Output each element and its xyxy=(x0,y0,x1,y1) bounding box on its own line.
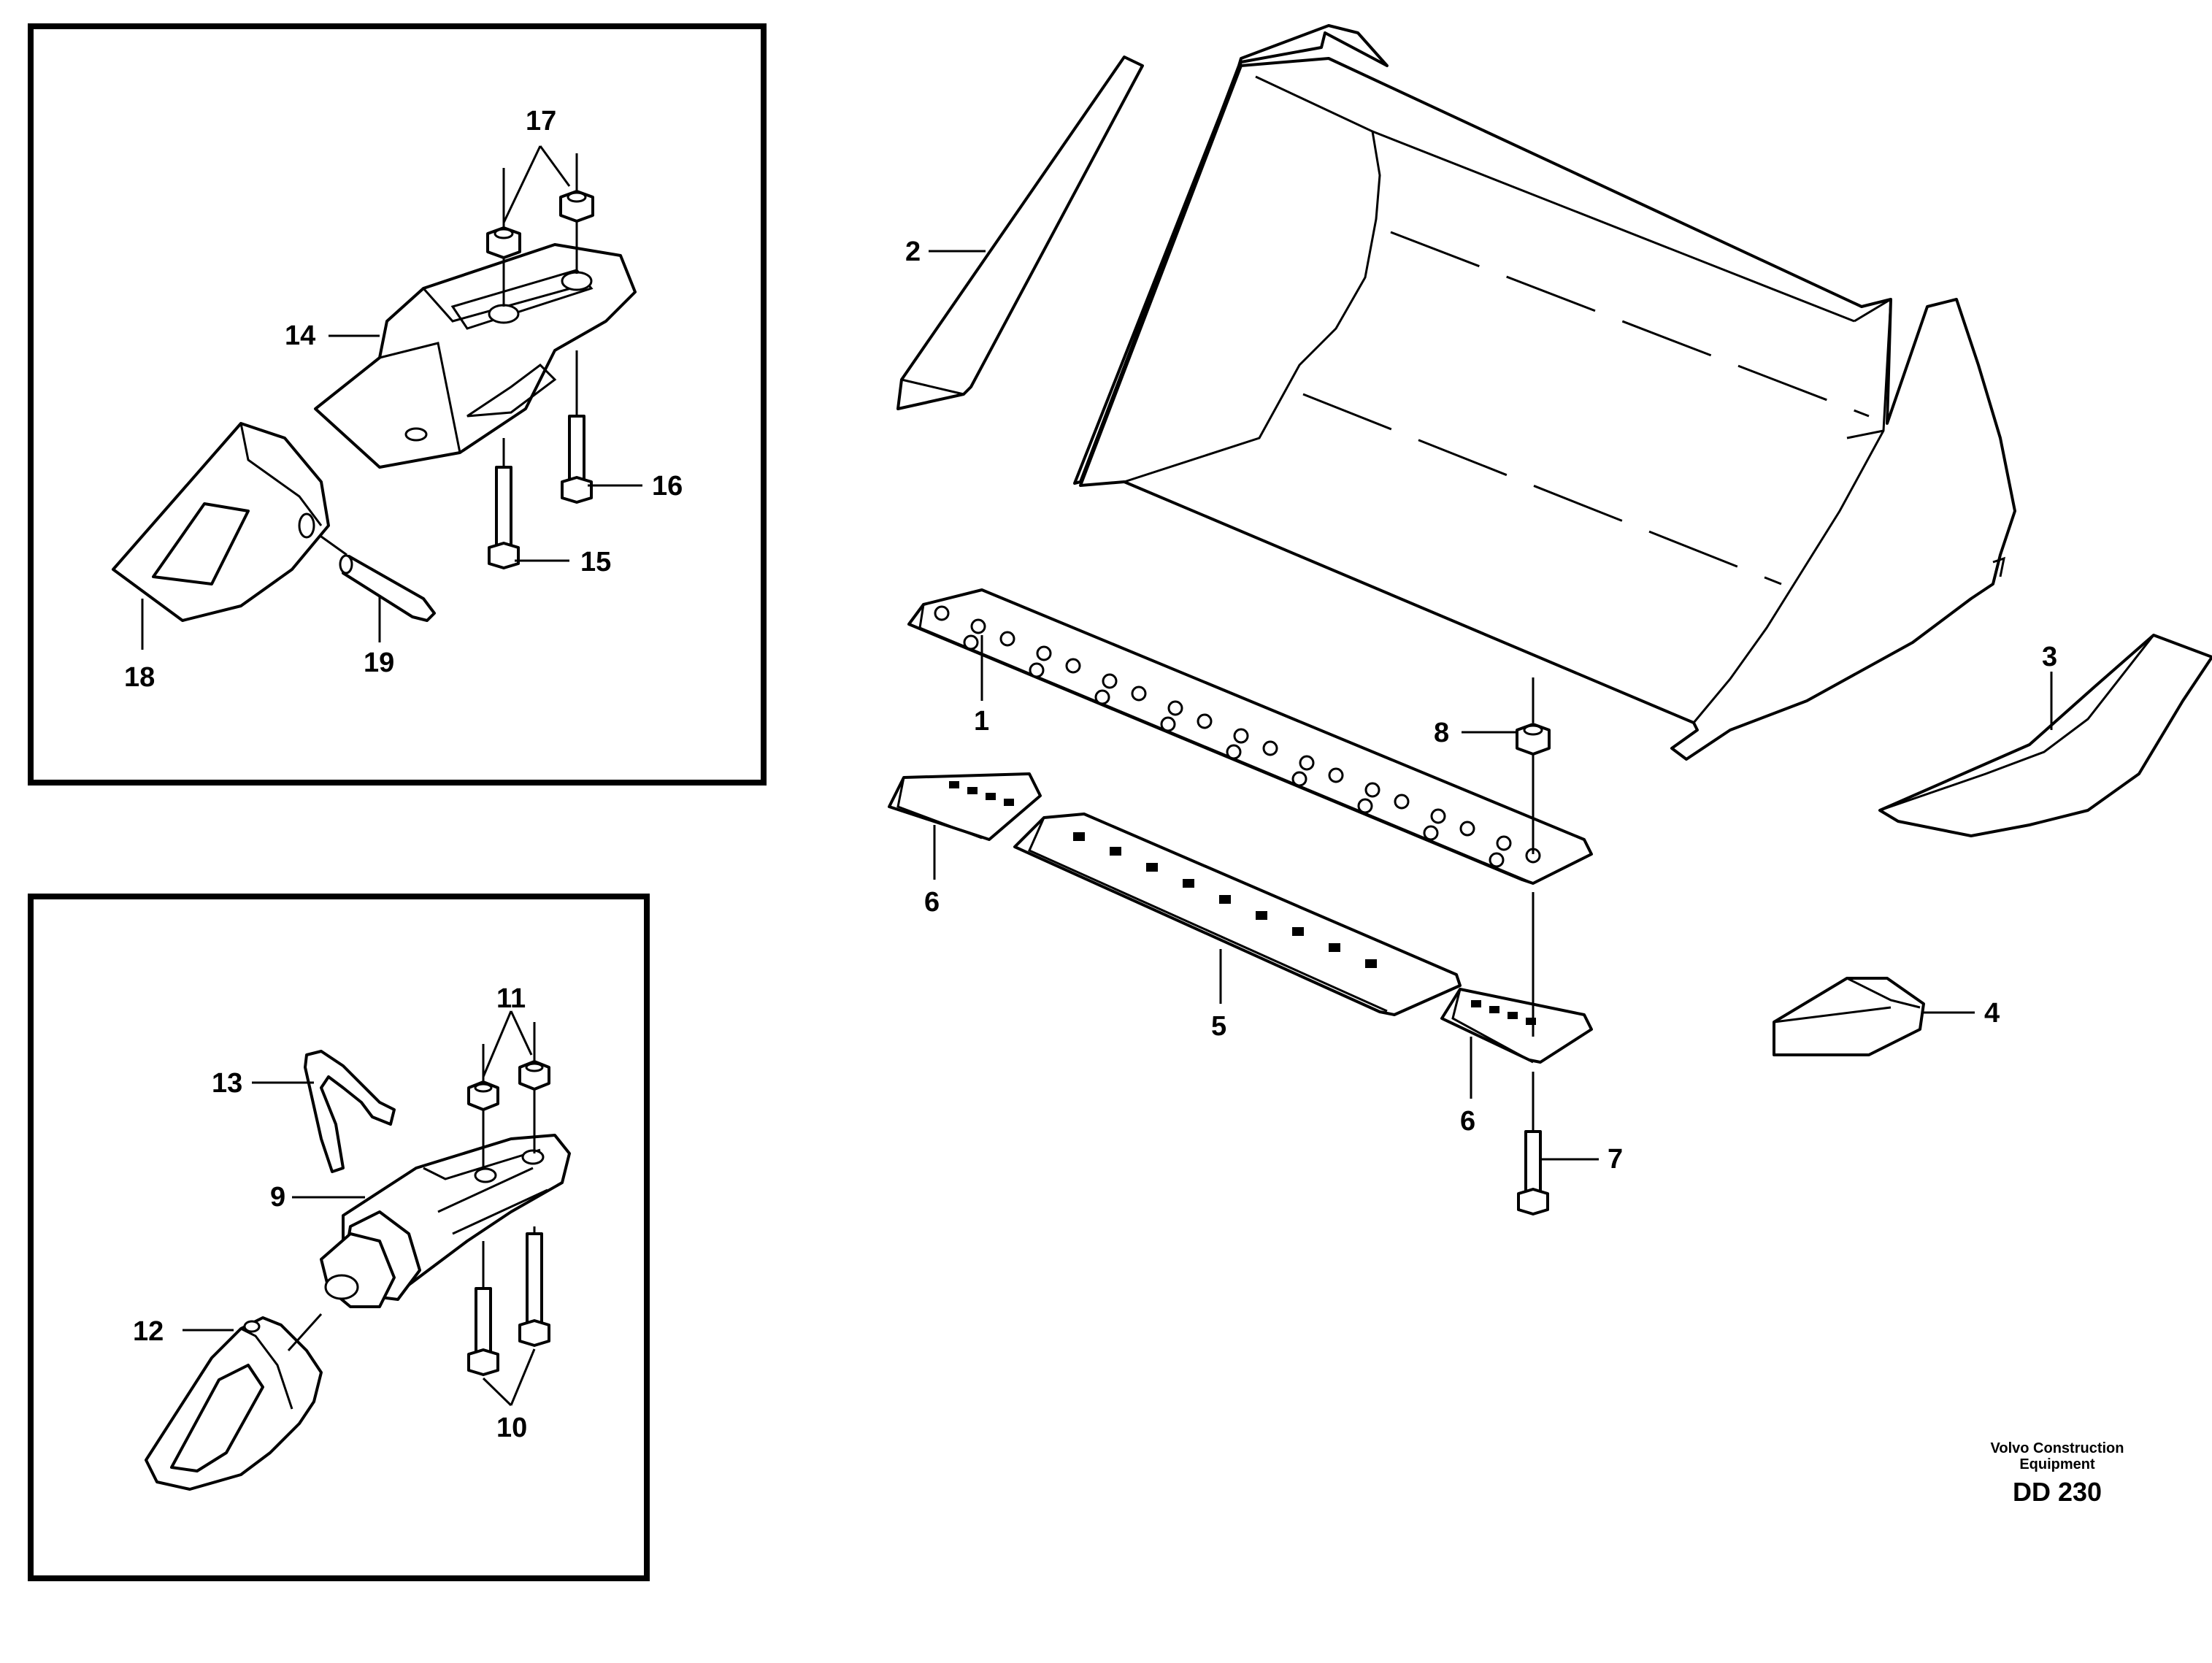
part-17-nuts[interactable] xyxy=(486,153,594,307)
part-18-tooth[interactable] xyxy=(112,422,330,622)
callout-1: 1 xyxy=(974,706,989,737)
callout-14: 14 xyxy=(285,320,315,351)
inset-frame-top xyxy=(28,23,767,786)
inset-frame-bottom xyxy=(28,894,650,1581)
callout-12: 12 xyxy=(133,1316,164,1347)
callout-9: 9 xyxy=(270,1182,285,1213)
part-3-side-edge[interactable] xyxy=(1878,634,2212,837)
part-15-bolt[interactable] xyxy=(488,438,520,569)
part-6-segment-right[interactable] xyxy=(1440,988,1593,1099)
part-19-pin[interactable] xyxy=(320,535,436,622)
bucket-body[interactable] xyxy=(1073,24,2016,761)
callout-6-left: 6 xyxy=(924,887,940,918)
callout-17: 17 xyxy=(526,106,556,137)
callout-4: 4 xyxy=(1984,998,2000,1029)
part-1-cutting-edge[interactable] xyxy=(907,588,1593,885)
callout-18: 18 xyxy=(124,662,155,693)
callout-19: 19 xyxy=(364,648,394,678)
part-9-adapter[interactable] xyxy=(320,1134,571,1308)
callout-2: 2 xyxy=(905,237,921,267)
callout-13: 13 xyxy=(212,1068,242,1099)
callout-3: 3 xyxy=(2042,642,2057,672)
drawing-code: DD 230 xyxy=(2013,1477,2102,1507)
callout-15: 15 xyxy=(580,547,611,577)
callout-11: 11 xyxy=(496,983,526,1014)
part-11-nuts[interactable] xyxy=(467,1022,550,1168)
inset-bottom-leaders xyxy=(183,1010,536,1407)
inset-top-leaders xyxy=(141,145,642,650)
part-10-bolts[interactable] xyxy=(467,1226,550,1376)
part-6-segment-left[interactable] xyxy=(888,772,1042,880)
callout-5: 5 xyxy=(1211,1011,1226,1042)
part-13-clip[interactable] xyxy=(304,1050,396,1173)
part-7-bolt[interactable] xyxy=(1517,892,1599,1215)
brand-line-2: Equipment xyxy=(2019,1456,2095,1472)
callout-6-right: 6 xyxy=(1460,1106,1475,1137)
part-16-bolt[interactable] xyxy=(561,350,593,504)
callout-8: 8 xyxy=(1434,718,1449,748)
callout-7: 7 xyxy=(1608,1144,1623,1175)
callout-16: 16 xyxy=(652,471,683,502)
brand-line-1: Volvo Construction xyxy=(1991,1440,2124,1456)
part-5-middle-segment[interactable] xyxy=(1013,813,1462,1016)
part-8-nut[interactable] xyxy=(1462,677,1551,854)
callout-10: 10 xyxy=(496,1413,527,1443)
part-2-side-plate[interactable] xyxy=(896,55,1144,410)
part-4-wear-piece[interactable] xyxy=(1773,977,1975,1056)
part-14-adapter[interactable] xyxy=(314,243,637,469)
part-12-tooth[interactable] xyxy=(145,1313,323,1491)
